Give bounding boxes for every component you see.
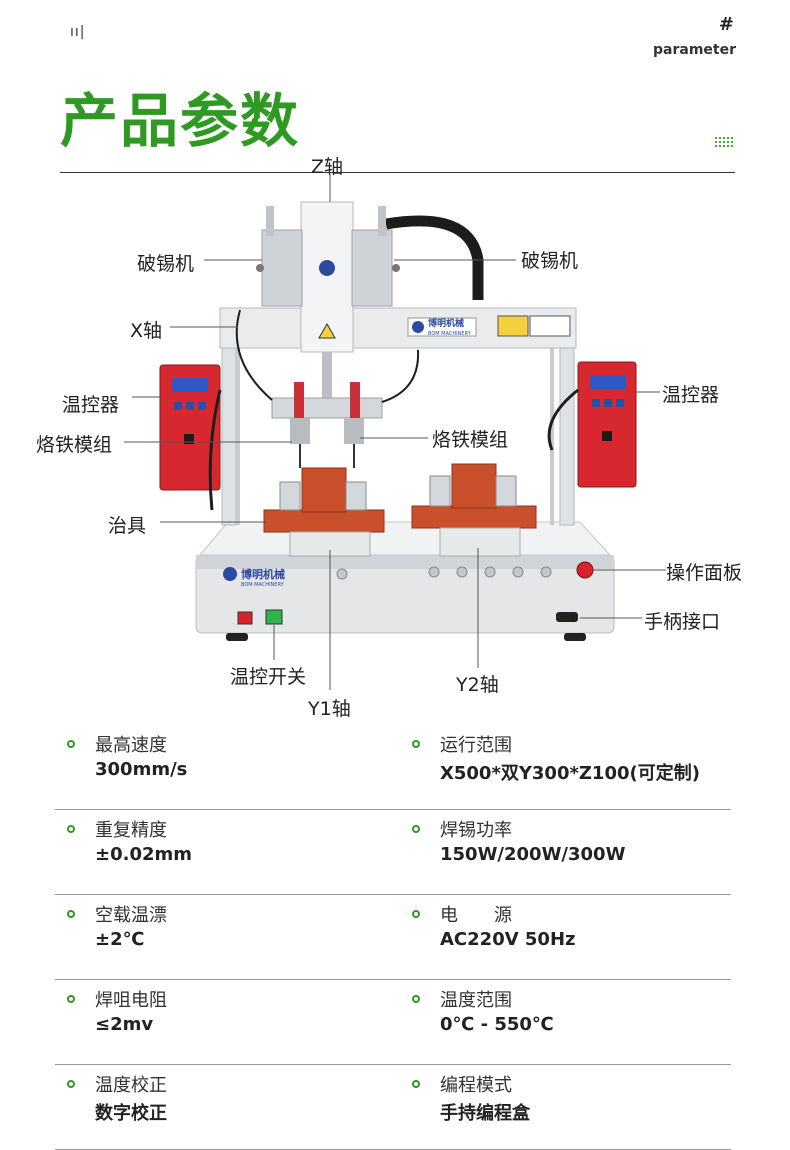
spec-label: 运行范围 (440, 735, 512, 756)
title-divider (60, 172, 735, 173)
spec-label: 最高速度 (95, 735, 167, 756)
label-temp-controller-left: 温控器 (62, 394, 120, 416)
bullet-icon (67, 1080, 75, 1088)
bullet-icon (67, 910, 75, 918)
tin-breaker-left (261, 229, 303, 307)
spec-value: ±2℃ (95, 929, 145, 950)
hash-mark: # (718, 14, 734, 35)
beam-brand-text: 博明机械 (428, 317, 464, 329)
bullet-icon (67, 995, 75, 1003)
label-y2-axis: Y2轴 (456, 674, 499, 696)
spec-value: AC220V 50Hz (440, 929, 576, 950)
spec-row: 空载温漂 ±2℃ 电 源 AC220V 50Hz (55, 895, 731, 980)
bullet-icon (67, 825, 75, 833)
parameter-subtitle: parameter (653, 42, 736, 58)
spec-label: 温度校正 (95, 1075, 167, 1096)
spec-label: 温度范围 (440, 990, 512, 1011)
spec-row: 焊咀电阻 ≤2mv 温度范围 0℃ - 550℃ (55, 980, 731, 1065)
spec-value: 手持编程盒 (440, 1103, 530, 1124)
spec-value: 数字校正 (95, 1103, 167, 1124)
bullet-icon (412, 740, 420, 748)
label-z-axis: Z轴 (311, 156, 344, 178)
bullet-icon (67, 740, 75, 748)
bullet-icon (412, 825, 420, 833)
label-tin-breaker-left: 破锡机 (137, 253, 195, 275)
work-table (198, 521, 612, 556)
label-y1-axis: Y1轴 (308, 698, 351, 720)
spec-label: 焊咀电阻 (95, 990, 167, 1011)
fixture-left (263, 509, 385, 533)
label-x-axis: X轴 (130, 320, 163, 342)
page-title: 产品参数 (60, 87, 301, 155)
spec-value: 300mm/s (95, 759, 188, 780)
machine-foot (564, 633, 586, 641)
beam-brand-en: BOM MACHINERY (428, 331, 472, 337)
temp-controller-left (159, 364, 221, 491)
bullet-icon (412, 995, 420, 1003)
label-iron-module-left: 烙铁模组 (36, 434, 113, 456)
iron-module-carriage (271, 397, 383, 419)
spec-label: 编程模式 (440, 1075, 512, 1096)
label-fixture: 治具 (108, 515, 147, 537)
spec-table: 最高速度 300mm/s 运行范围 X500*双Y300*Z100(可定制) 重… (55, 725, 731, 1150)
label-control-panel: 操作面板 (666, 562, 743, 584)
base-brand-en: BOM MACHINERY (241, 582, 285, 588)
y2-slide (439, 527, 521, 557)
label-tin-breaker-right: 破锡机 (521, 250, 579, 272)
spec-label: 空载温漂 (95, 905, 167, 926)
spec-row: 温度校正 数字校正 编程模式 手持编程盒 (55, 1065, 731, 1150)
machine-diagram: 博明机械 BOM MACHINERY (0, 150, 790, 720)
dots-grid-icon (714, 136, 734, 148)
cable-chain (385, 215, 484, 300)
spec-label: 焊锡功率 (440, 820, 512, 841)
spec-row: 最高速度 300mm/s 运行范围 X500*双Y300*Z100(可定制) (55, 725, 731, 810)
spec-value: 150W/200W/300W (440, 844, 626, 865)
label-iron-module-right: 烙铁模组 (432, 429, 509, 451)
spec-label: 电 源 (440, 905, 512, 926)
spec-value: 0℃ - 550℃ (440, 1014, 554, 1035)
spec-row: 重复精度 ±0.02mm 焊锡功率 150W/200W/300W (55, 810, 731, 895)
temp-controller-right (577, 361, 637, 488)
label-handle-port: 手柄接口 (644, 611, 721, 633)
spec-label: 重复精度 (95, 820, 167, 841)
top-mark: ıı| (70, 24, 86, 40)
machine-base-top (196, 555, 614, 569)
bullet-icon (412, 1080, 420, 1088)
label-temp-switch: 温控开关 (230, 666, 307, 688)
machine-foot (226, 633, 248, 641)
label-temp-controller-right: 温控器 (662, 384, 720, 406)
leader-lines (124, 174, 666, 690)
spec-value: ≤2mv (95, 1014, 154, 1035)
machine-illustration: 博明机械 BOM MACHINERY (124, 174, 666, 690)
bullet-icon (412, 910, 420, 918)
base-brand-text: 博明机械 (241, 567, 285, 581)
spec-value: ±0.02mm (95, 844, 193, 865)
spec-value: X500*双Y300*Z100(可定制) (440, 763, 700, 784)
fixture-right (411, 505, 537, 529)
tin-breaker-right (351, 229, 393, 307)
